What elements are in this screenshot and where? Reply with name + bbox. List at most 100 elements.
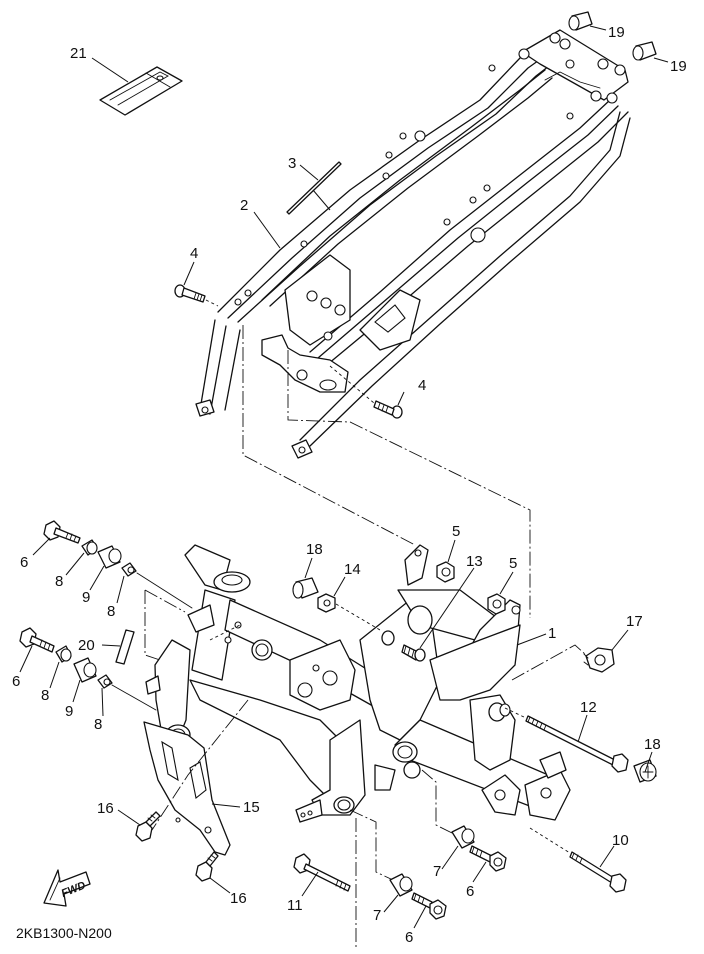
callout-21: 21 — [70, 45, 87, 62]
leader-20 — [101, 644, 121, 647]
part-17-washer-plate[interactable] — [583, 647, 615, 673]
part-20-label[interactable] — [115, 629, 135, 665]
part-9-collar-b[interactable] — [73, 657, 97, 683]
part-18-cap-a[interactable] — [292, 577, 319, 599]
leader-5a — [447, 539, 456, 563]
part-19-cap-a[interactable] — [568, 11, 593, 31]
part-6-bolt-b[interactable] — [19, 627, 55, 653]
leader-16a — [117, 809, 141, 826]
leader-21 — [91, 57, 129, 83]
callout-18a: 18 — [306, 541, 323, 558]
part-5-nut-b[interactable] — [487, 593, 506, 615]
part-2-rear-frame[interactable] — [195, 29, 631, 459]
leader-7b — [441, 845, 459, 870]
part-5-nut-a[interactable] — [436, 561, 455, 583]
part-19-cap-b[interactable] — [632, 41, 657, 61]
leader-4b — [397, 391, 405, 406]
callout-7b: 7 — [433, 863, 441, 880]
leader-6c — [413, 905, 427, 929]
part-7-collar-b[interactable] — [451, 825, 475, 849]
leader-1 — [516, 633, 547, 646]
callout-9a: 9 — [82, 589, 90, 606]
callout-4a: 4 — [190, 245, 198, 262]
part-6-bolt-a[interactable] — [43, 520, 81, 544]
callout-8a: 8 — [55, 573, 63, 590]
leader-8a — [65, 552, 85, 576]
part-14-nut[interactable] — [317, 593, 336, 613]
part-16-bolt-a[interactable] — [135, 811, 161, 842]
callout-4b: 4 — [418, 377, 426, 394]
leader-14 — [333, 576, 346, 597]
leader-3 — [299, 164, 319, 181]
callout-13: 13 — [466, 553, 483, 570]
leader-6d — [472, 861, 487, 883]
diagram-code: 2KB1300-N200 — [16, 925, 112, 941]
leader-5b — [499, 571, 514, 595]
part-8-collar-a[interactable] — [81, 539, 98, 556]
part-6-bolt-d[interactable] — [469, 845, 507, 872]
leader-9b — [72, 679, 81, 703]
callout-5b: 5 — [509, 555, 517, 572]
part-21-plate[interactable] — [99, 66, 183, 116]
callout-9b: 9 — [65, 703, 73, 720]
callout-16b: 16 — [230, 890, 247, 907]
leader-2 — [253, 211, 281, 249]
callout-6a: 6 — [20, 554, 28, 571]
leader-6a — [32, 537, 51, 556]
leader-17 — [611, 629, 629, 651]
assembly-line-right — [287, 350, 531, 618]
leader-8d — [101, 687, 104, 717]
part-9-collar-a[interactable] — [97, 545, 122, 569]
leader-9a — [89, 565, 105, 591]
callout-2: 2 — [240, 197, 248, 214]
part-11-bolt[interactable] — [293, 853, 351, 892]
callout-19a: 19 — [608, 24, 625, 41]
assembly-line-left — [242, 325, 416, 546]
part-15-bracket[interactable] — [143, 721, 231, 856]
part-8-collar-c[interactable] — [55, 645, 72, 663]
leader-7a — [383, 894, 399, 913]
leader-11 — [301, 871, 319, 897]
callout-15: 15 — [243, 799, 260, 816]
callout-8c: 8 — [41, 687, 49, 704]
callout-3: 3 — [288, 155, 296, 172]
part-12-long-bolt[interactable] — [525, 715, 629, 773]
leader-12 — [577, 714, 588, 743]
callout-8d: 8 — [94, 716, 102, 733]
part-7-collar-a[interactable] — [389, 873, 413, 897]
callout-14: 14 — [344, 561, 361, 578]
callout-1: 1 — [548, 625, 556, 642]
leader-19b — [653, 57, 669, 63]
callout-17: 17 — [626, 613, 643, 630]
part-16-bolt-b[interactable] — [195, 851, 219, 882]
part-13-adjust-bolt[interactable] — [381, 630, 426, 662]
callout-16a: 16 — [97, 800, 114, 817]
part-3-label-strip[interactable] — [286, 161, 342, 215]
part-8-collar-d[interactable] — [97, 674, 113, 689]
leader-19a — [589, 25, 607, 31]
part-8-collar-b[interactable] — [121, 562, 137, 577]
leader-6b — [19, 645, 33, 673]
leader-18a — [304, 557, 313, 579]
callout-20: 20 — [78, 637, 95, 654]
callout-8b: 8 — [107, 603, 115, 620]
callout-5a: 5 — [452, 523, 460, 540]
callout-6d: 6 — [466, 883, 474, 900]
callout-6c: 6 — [405, 929, 413, 946]
leader-15 — [211, 803, 241, 808]
leader-4a — [183, 261, 195, 286]
callout-10: 10 — [612, 832, 629, 849]
leader-8c — [49, 661, 60, 689]
callout-7a: 7 — [373, 907, 381, 924]
callout-12: 12 — [580, 699, 597, 716]
leader-10 — [599, 845, 615, 868]
part-4-bolt-b[interactable] — [373, 400, 403, 419]
fwd-direction-arrow: FWD — [43, 869, 91, 907]
leader-16b — [209, 877, 231, 894]
callout-6b: 6 — [12, 673, 20, 690]
part-4-bolt-a[interactable] — [174, 284, 206, 303]
part-10-bolt[interactable] — [569, 851, 627, 893]
part-6-bolt-c[interactable] — [411, 892, 447, 920]
leader-18b — [644, 751, 653, 773]
